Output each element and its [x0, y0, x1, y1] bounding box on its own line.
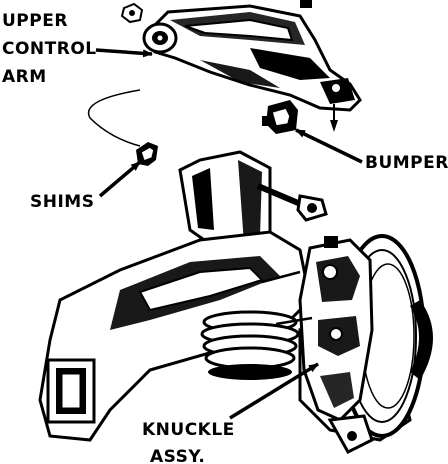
- arrow-bumper: [295, 128, 363, 164]
- assembly-leader-line: [87, 89, 141, 147]
- upper-control-arm: [120, 0, 362, 132]
- label-shims: SHIMS: [30, 192, 94, 212]
- shims: [136, 142, 158, 166]
- bumper: [262, 100, 298, 134]
- label-knuckle-assy: KNUCKLE ASSY.: [142, 420, 235, 464]
- arrow-upper-control-arm: [95, 48, 153, 58]
- label-knuckle-assy-line1: KNUCKLE: [142, 420, 235, 440]
- label-upper-control-arm-line3: ARM: [2, 67, 47, 87]
- label-knuckle-assy-line2: ASSY.: [150, 447, 205, 464]
- arrow-shims: [98, 160, 142, 198]
- arrow-knuckle-assy: [229, 362, 319, 420]
- coil-spring: [200, 310, 300, 380]
- label-upper-control-arm: UPPER CONTROL ARM: [2, 11, 97, 87]
- label-bumper: BUMPER: [365, 153, 448, 173]
- label-upper-control-arm-line1: UPPER: [2, 11, 68, 31]
- knuckle-assembly: [261, 234, 433, 454]
- label-upper-control-arm-line2: CONTROL: [2, 39, 97, 59]
